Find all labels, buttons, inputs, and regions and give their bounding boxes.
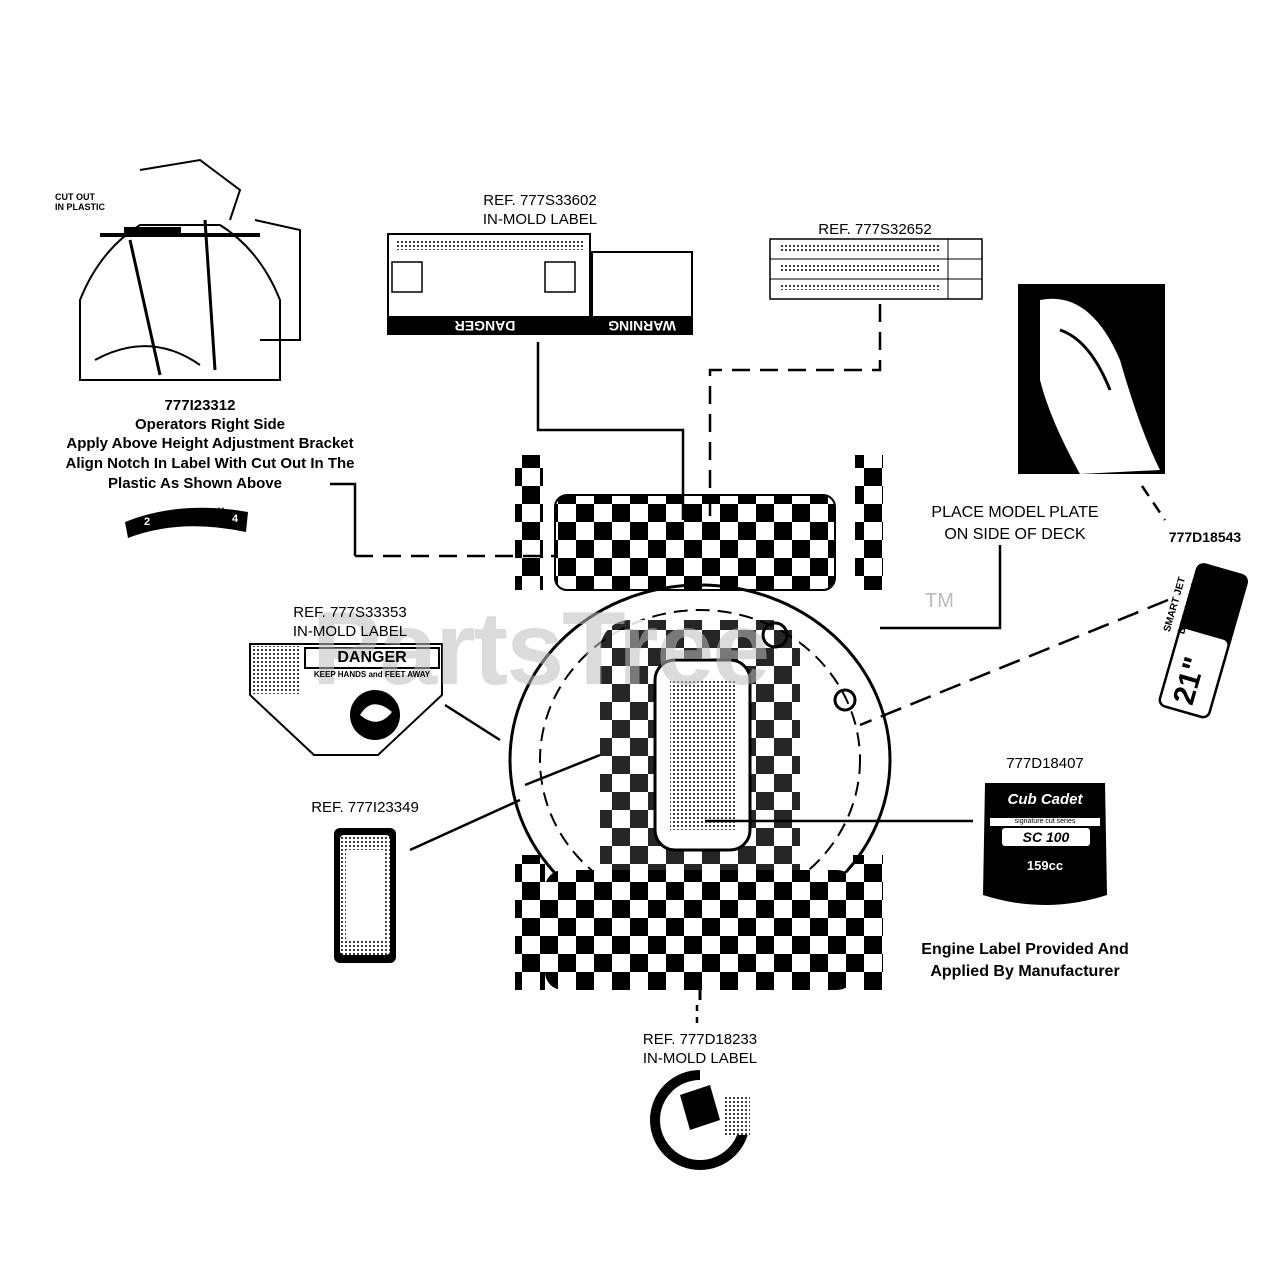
height-label-line4: Plastic As Shown Above [108,475,282,492]
height-label-line2: Apply Above Height Adjustment Bracket [66,435,354,452]
warning-word-inverted: WARNING [608,318,676,334]
height-label-part: 777I23312 [164,397,236,414]
cut-out-note: CUT OUT IN PLASTIC [55,192,106,212]
danger-label-ref: REF. 777S33353 [293,604,407,621]
info-label-32652 [769,238,983,300]
scale-h: H [217,506,225,516]
deck-label-part: 777D18543 [1168,529,1242,545]
owmo-label [334,828,396,963]
in-mold-top-ref: REF. 777S33602 [483,192,597,209]
leader-lines [330,304,1169,1025]
deck-side-photo [1018,284,1165,474]
danger-label-title: DANGER [337,649,407,666]
danger-label-type: IN-MOLD LABEL [292,623,408,640]
height-scale-label [125,507,248,538]
danger-label-subtitle: KEEP HANDS and FEET AWAY [313,670,431,679]
bottom-logo-label [650,1070,750,1170]
in-mold-warning-label [387,233,693,335]
deck-size-label [1158,563,1249,719]
engine-brand-label [983,783,1107,905]
scale-2: 2 [143,516,151,528]
danger-word-inverted: DANGER [454,318,516,334]
engine-note-line1: Engine Label Provided And [921,941,1129,958]
scale-l: L [168,510,174,520]
bottom-label-ref: REF. 777D18233 [642,1031,758,1048]
engine-label-cc: 159cc [1026,858,1064,873]
ref-23349: REF. 777I23349 [311,799,419,816]
engine-label-series: signature cut series [1014,818,1076,825]
watermark-trademark: TM [925,590,954,612]
ref-32652: REF. 777S32652 [818,221,932,238]
scale-3: 3 [185,508,193,520]
height-label-line3: Align Notch In Label With Cut Out In The [65,455,355,472]
engine-note-line2: Applied By Manufacturer [930,963,1120,980]
danger-hand-label [249,643,443,756]
mower-body [508,455,892,1000]
bottom-label-type: IN-MOLD LABEL [642,1050,758,1067]
engine-label-brand: Cub Cadet [1007,791,1083,808]
height-bracket-illustration [79,158,301,381]
in-mold-top-type: IN-MOLD LABEL [482,211,598,228]
model-plate-line1: PLACE MODEL PLATE [931,504,1099,521]
engine-label-part: 777D18407 [1006,755,1084,772]
model-plate-line2: ON SIDE OF DECK [944,526,1086,543]
watermark: PartsTree [312,591,770,707]
height-label-line1: Operators Right Side [134,416,286,433]
engine-label-model: SC 100 [1022,829,1070,845]
scale-4: 4 [231,513,239,525]
